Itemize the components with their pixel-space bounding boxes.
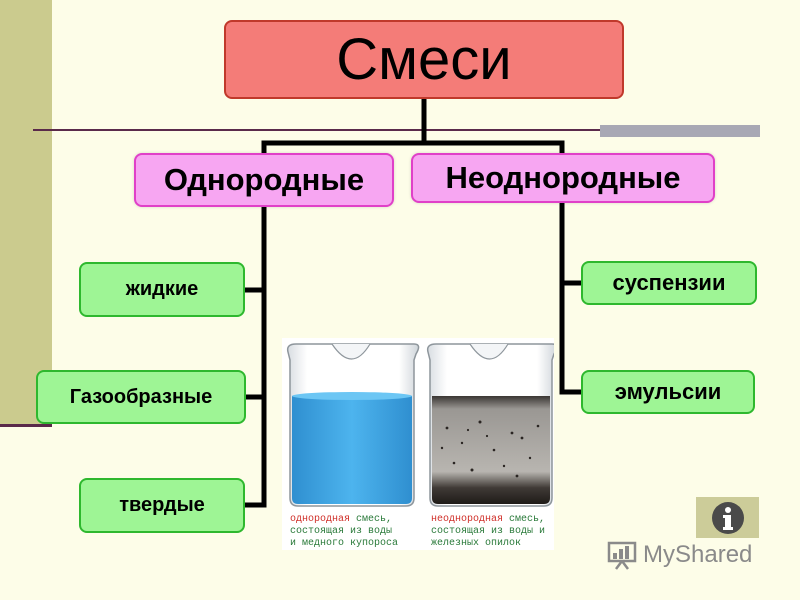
- caption-line: смесь,: [503, 514, 546, 525]
- caption-line: состоящая из воды и: [431, 526, 546, 537]
- caption-highlight: неоднородная: [431, 514, 504, 525]
- root-node-mixtures: Смеси: [224, 20, 624, 99]
- leaf-emulsions: эмульсии: [581, 370, 755, 414]
- leaf-liquid: жидкие: [79, 262, 245, 317]
- beaker-heterogeneous: [426, 343, 558, 507]
- caption-highlight: однородная: [290, 514, 351, 525]
- presentation-icon: [607, 541, 637, 570]
- category-homogeneous: Однородные: [134, 153, 394, 207]
- leaf-suspensions: суспензии: [581, 261, 757, 305]
- left-decor-strip: [0, 0, 52, 425]
- leaf-solid: твердые: [79, 478, 245, 533]
- left-decor-line: [0, 424, 52, 427]
- watermark: MyShared: [607, 537, 767, 573]
- leaf-gaseous: Газообразные: [36, 370, 246, 424]
- caption-heterogeneous: неоднородная смесь, состоящая из воды и …: [431, 514, 545, 550]
- header-divider-bar: [600, 125, 760, 137]
- beakers-photo: [282, 338, 558, 550]
- beakers-illustration: [286, 343, 558, 507]
- caption-line: и медного купороса: [290, 538, 399, 549]
- caption-line: состоящая из воды: [290, 526, 393, 537]
- header-divider-line: [33, 129, 760, 131]
- watermark-text: MyShared: [643, 541, 753, 568]
- info-icon: [711, 501, 744, 534]
- beaker-homogeneous: [286, 343, 420, 507]
- info-button[interactable]: [696, 497, 759, 538]
- caption-homogeneous: однородная смесь, состоящая из воды и ме…: [290, 514, 398, 550]
- category-heterogeneous: Неоднородные: [411, 153, 715, 203]
- caption-line: железных опилок: [431, 538, 522, 549]
- caption-line: смесь,: [350, 514, 393, 525]
